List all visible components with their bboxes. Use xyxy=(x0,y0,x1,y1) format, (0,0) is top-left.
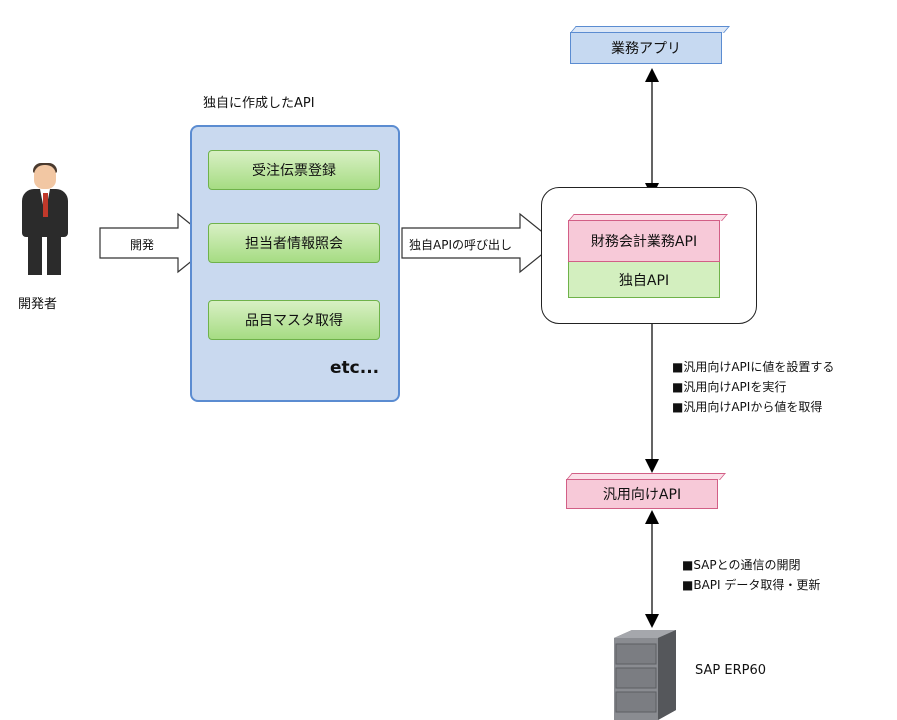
own-api-block: 独自API xyxy=(568,262,720,298)
arrowhead-up-generic xyxy=(645,510,659,524)
develop-arrow-label: 開発 xyxy=(130,238,155,252)
business-app-block: 業務アプリ xyxy=(570,32,722,64)
note-upper-2: ■汎用向けAPIを実行 xyxy=(672,380,787,394)
note-upper-3: ■汎用向けAPIから値を取得 xyxy=(672,400,823,414)
api-item-material-master: 品目マスタ取得 xyxy=(208,300,380,340)
finance-api-block: 財務会計業務API xyxy=(568,220,720,262)
custom-api-etc: etc... xyxy=(330,358,380,378)
arrowhead-down-server xyxy=(645,614,659,628)
notes-lower: ■SAPとの通信の開閉 ■BAPI データ取得・更新 xyxy=(682,555,820,595)
arrowhead-down-generic xyxy=(645,459,659,473)
developer-label: 開発者 xyxy=(18,297,58,312)
custom-api-title: 独自に作成したAPI xyxy=(203,96,315,111)
call-arrow-label: 独自APIの呼び出し xyxy=(409,238,512,252)
generic-api-block: 汎用向けAPI xyxy=(566,479,718,509)
api-item-order-entry: 受注伝票登録 xyxy=(208,150,380,190)
server-icon xyxy=(614,630,676,720)
note-upper-1: ■汎用向けAPIに値を設置する xyxy=(672,360,835,374)
server-label: SAP ERP60 xyxy=(695,663,766,678)
note-lower-1: ■SAPとの通信の開閉 xyxy=(682,558,801,572)
notes-upper: ■汎用向けAPIに値を設置する ■汎用向けAPIを実行 ■汎用向けAPIから値を… xyxy=(672,357,834,417)
arrowhead-up-app xyxy=(645,68,659,82)
developer-icon xyxy=(18,163,70,277)
note-lower-2: ■BAPI データ取得・更新 xyxy=(682,578,821,592)
call-arrow xyxy=(401,212,557,274)
api-item-person-lookup: 担当者情報照会 xyxy=(208,223,380,263)
